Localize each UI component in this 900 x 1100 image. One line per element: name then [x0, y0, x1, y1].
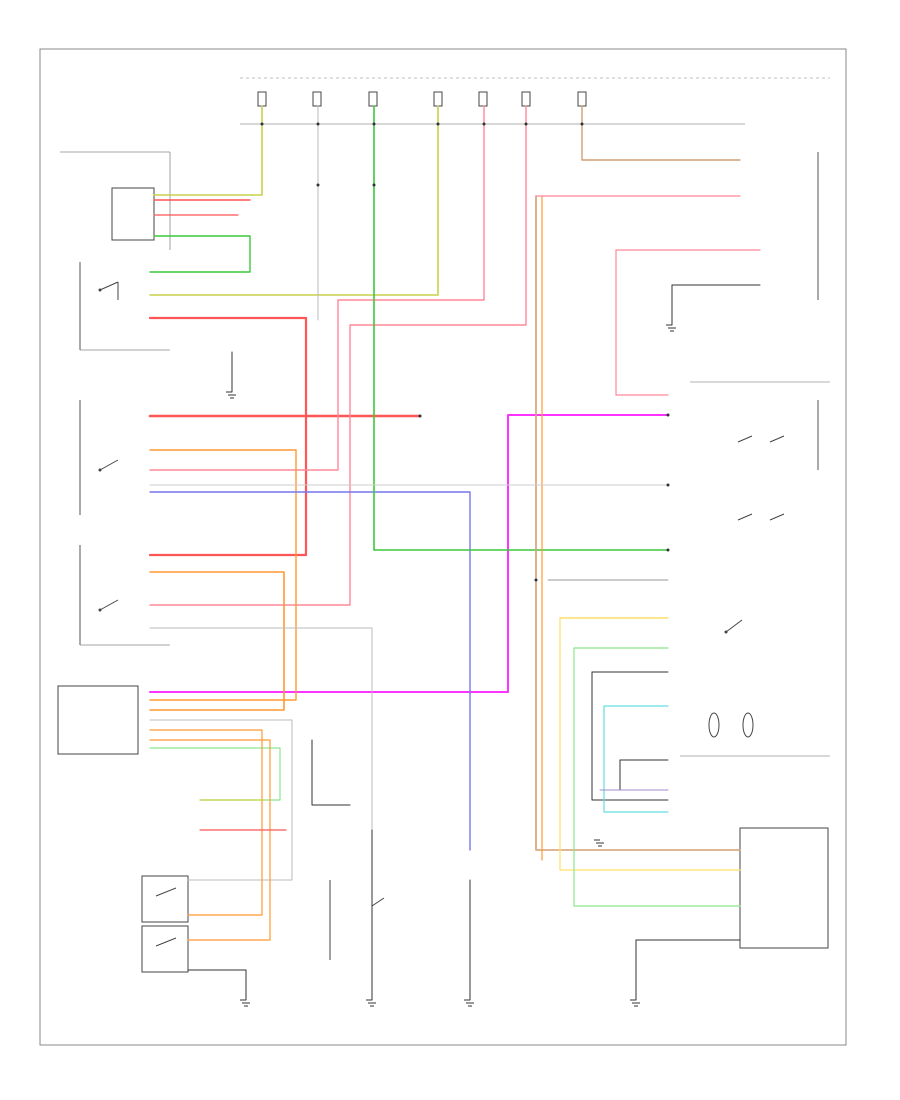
lamp-assembly	[680, 712, 830, 757]
fuse-6	[521, 91, 531, 107]
control-module-box	[57, 685, 139, 755]
terminals	[260, 122, 670, 582]
fuse-7	[577, 91, 587, 107]
switch-bracket-left-3	[79, 545, 170, 646]
switch-bracket-left-2	[79, 400, 119, 515]
diagram-border	[39, 48, 847, 1046]
pressure-switch-box	[141, 875, 189, 973]
fuse-panel	[240, 77, 830, 125]
fuse-4	[433, 91, 443, 107]
switch-bracket-left-1	[79, 262, 170, 351]
center-switch	[329, 880, 385, 960]
wire-network	[148, 105, 761, 1001]
relay-box-top-left	[60, 151, 171, 250]
fuse-2	[312, 91, 322, 107]
fuse-5	[478, 91, 488, 107]
right-module-box	[739, 827, 829, 949]
right-switch-group	[690, 152, 830, 634]
fuse-3	[368, 91, 378, 107]
fuse-1	[257, 91, 267, 107]
ground-symbols	[226, 324, 676, 1007]
